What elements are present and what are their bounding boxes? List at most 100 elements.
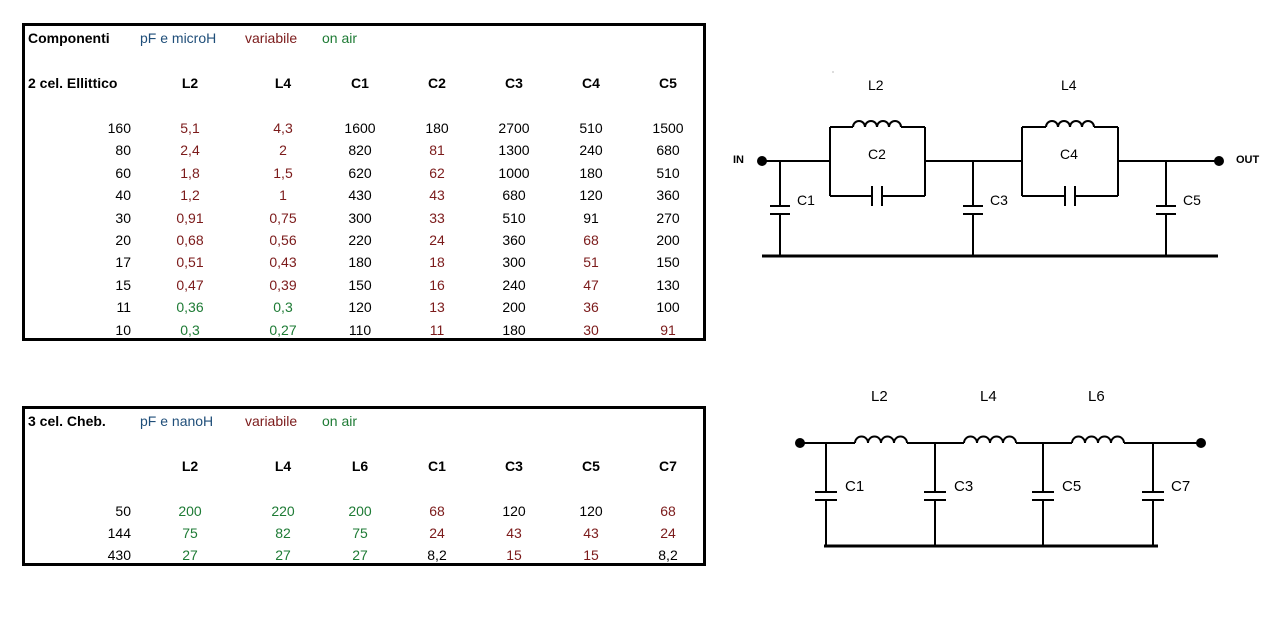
legend-on-air: on air bbox=[322, 413, 358, 429]
label-C3: C3 bbox=[990, 192, 1008, 208]
row-label: 160 bbox=[107, 120, 131, 136]
column-header: C3 bbox=[505, 458, 523, 474]
column-header: L6 bbox=[351, 458, 369, 474]
table-cell: 1 bbox=[279, 187, 287, 204]
table-cell: 24 bbox=[660, 525, 676, 541]
table-cell: 16 bbox=[429, 276, 445, 293]
column-header: C5 bbox=[582, 458, 600, 474]
table-cell: 2,4 bbox=[180, 142, 200, 159]
column-header: C2 bbox=[428, 75, 446, 91]
row-label: 15 bbox=[115, 276, 131, 293]
label-L2: L2 bbox=[868, 77, 884, 93]
table-cell: 120 bbox=[502, 503, 526, 519]
column-header: C1 bbox=[428, 458, 446, 474]
table-cell: 27 bbox=[352, 547, 368, 563]
table-cell: 240 bbox=[579, 142, 603, 159]
chebyshev-filter-schematic: L2 L4 L6 C1 C3 C5 C7 bbox=[795, 388, 1206, 548]
label-C5: C5 bbox=[1062, 478, 1081, 495]
table-cell: 1500 bbox=[652, 120, 684, 136]
table-cell: 1000 bbox=[498, 164, 530, 181]
table-cell: 0,3 bbox=[273, 299, 293, 316]
table-cell: 0,51 bbox=[176, 254, 204, 271]
table-cell: 33 bbox=[429, 209, 445, 226]
table-cell: 510 bbox=[579, 120, 603, 136]
column-header: L2 bbox=[181, 458, 199, 474]
table-cell: 360 bbox=[502, 232, 526, 248]
table-cell: 0,68 bbox=[176, 232, 204, 248]
table-cell: 130 bbox=[656, 276, 680, 293]
column-header: L4 bbox=[274, 75, 292, 91]
table-cell: 62 bbox=[429, 164, 445, 181]
table-cell: 13 bbox=[429, 299, 445, 316]
table-cell: 8,2 bbox=[658, 547, 678, 563]
table-title: Componenti bbox=[28, 30, 110, 46]
table-cell: 43 bbox=[506, 525, 522, 541]
table-cell: 82 bbox=[275, 525, 291, 541]
table-cell: 1,5 bbox=[273, 164, 293, 181]
column-header: C5 bbox=[659, 75, 677, 91]
table-cell: 36 bbox=[583, 299, 599, 316]
row-label: 30 bbox=[115, 209, 131, 226]
label-C4: C4 bbox=[1060, 146, 1078, 162]
table-cell: 180 bbox=[579, 164, 603, 181]
table-cell: 150 bbox=[656, 254, 680, 271]
table-cell: 360 bbox=[656, 187, 680, 204]
table-cell: 270 bbox=[656, 209, 680, 226]
table-chebyshev: 3 cel. Cheb. pF e nanoH variabile on air… bbox=[22, 406, 706, 566]
column-header: C4 bbox=[582, 75, 600, 91]
label-C5: C5 bbox=[1183, 192, 1201, 208]
table-cell: 120 bbox=[579, 187, 603, 204]
table-cell: 11 bbox=[429, 321, 445, 338]
column-header: C7 bbox=[659, 458, 677, 474]
table-cell: 220 bbox=[271, 503, 295, 519]
row-label: 430 bbox=[107, 547, 131, 563]
table-cell: 68 bbox=[660, 503, 676, 519]
table-cell: 100 bbox=[656, 299, 680, 316]
table-cell: 24 bbox=[429, 232, 445, 248]
table-cell: 510 bbox=[502, 209, 526, 226]
column-header: L2 bbox=[181, 75, 199, 91]
table-cell: 240 bbox=[502, 276, 526, 293]
table-cell: 15 bbox=[583, 547, 599, 563]
table-cell: 0,47 bbox=[176, 276, 204, 293]
table-cell: 0,3 bbox=[180, 321, 200, 338]
output-terminal bbox=[1214, 156, 1224, 166]
table-cell: 68 bbox=[583, 232, 599, 248]
table-cell: 1600 bbox=[344, 120, 376, 136]
label-C2: C2 bbox=[868, 146, 886, 162]
table-cell: 27 bbox=[182, 547, 198, 563]
legend-units: pF e nanoH bbox=[140, 413, 214, 429]
table-cell: 24 bbox=[429, 525, 445, 541]
label-C7: C7 bbox=[1171, 478, 1190, 495]
output-terminal bbox=[1196, 438, 1206, 448]
table-cell: 0,56 bbox=[269, 232, 297, 248]
table-cell: 150 bbox=[348, 276, 372, 293]
table-cell: 200 bbox=[656, 232, 680, 248]
table-cell: 30 bbox=[583, 321, 599, 338]
table-cell: 8,2 bbox=[427, 547, 447, 563]
elliptic-filter-schematic: IN OUT L2 L4 C2 C4 C1 C3 C5 bbox=[733, 71, 1260, 258]
table-cell: 0,91 bbox=[176, 209, 204, 226]
column-header: C3 bbox=[505, 75, 523, 91]
table-cell: 1300 bbox=[498, 142, 530, 159]
table-cell: 15 bbox=[506, 547, 522, 563]
table-title: 3 cel. Cheb. bbox=[28, 413, 106, 429]
table-cell: 300 bbox=[348, 209, 372, 226]
table-cell: 120 bbox=[348, 299, 372, 316]
table-cell: 51 bbox=[583, 254, 599, 271]
column-header: L4 bbox=[274, 458, 292, 474]
row-label: 40 bbox=[115, 187, 131, 204]
table-cell: 4,3 bbox=[273, 120, 293, 136]
out-label: OUT bbox=[1236, 154, 1260, 166]
label-C1: C1 bbox=[845, 478, 864, 495]
table-cell: 200 bbox=[178, 503, 202, 519]
table-cell: 620 bbox=[348, 164, 372, 181]
table-cell: 120 bbox=[579, 503, 603, 519]
table-cell: 0,39 bbox=[269, 276, 297, 293]
legend-variable: variabile bbox=[245, 413, 298, 429]
row-label: 80 bbox=[115, 142, 131, 159]
table-cell: 0,27 bbox=[269, 321, 297, 338]
row-label: 50 bbox=[115, 503, 131, 519]
table-cell: 27 bbox=[275, 547, 291, 563]
table-cell: 1,2 bbox=[180, 187, 200, 204]
